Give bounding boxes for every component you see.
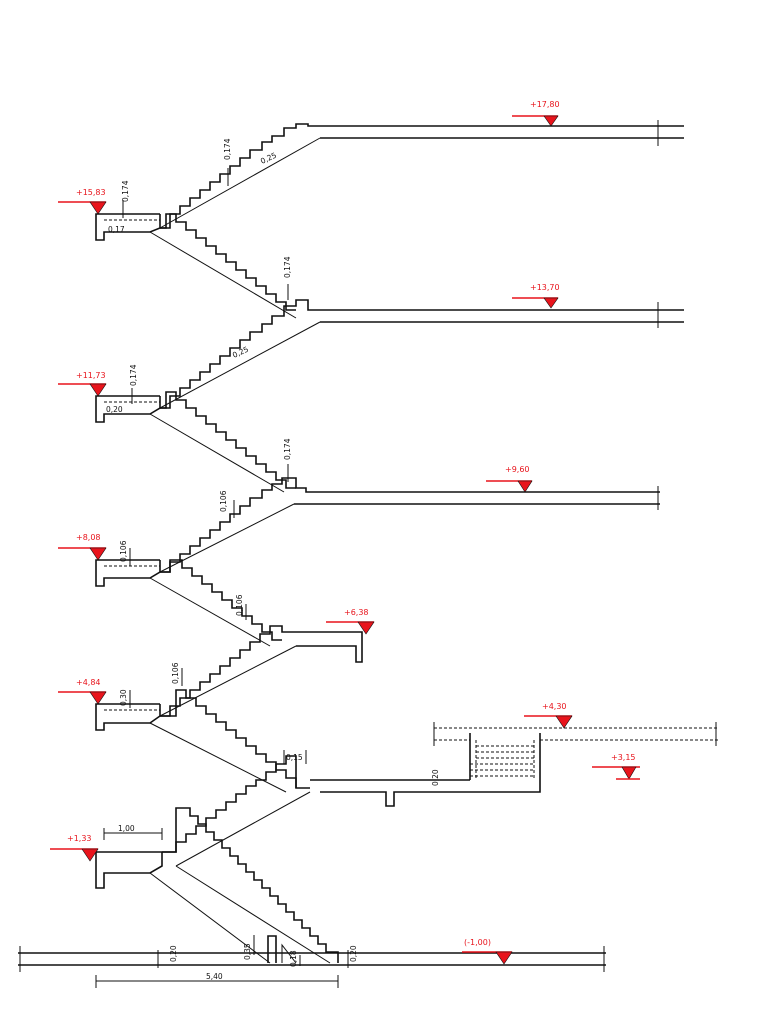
dim-riser-3: 0,174 <box>283 256 292 278</box>
level-marker-315: +3,15 <box>592 753 640 780</box>
landing-133 <box>95 851 163 889</box>
dim-slab-3: 0,25 <box>231 345 250 360</box>
dim-corridor-slab: 0,20 <box>431 769 440 786</box>
level-label-1173: +11,73 <box>76 371 106 380</box>
level-marker-1173: +11,73 <box>58 371 107 397</box>
level-label-1370: +13,70 <box>530 283 560 292</box>
landing-808 <box>95 559 161 587</box>
level-marker-133: +1,33 <box>50 834 99 862</box>
dim-wall-height: 0,35 0,18 <box>243 935 301 967</box>
level-marker-1780: +17,80 <box>512 100 560 127</box>
dim-riser-2: 0,174 <box>121 180 130 202</box>
dim-riser-5: 0,174 <box>283 438 292 460</box>
flight-9 <box>149 213 297 319</box>
landing-1583 <box>95 213 161 241</box>
dim-label-0p20-a: 0,20 <box>169 945 178 962</box>
dim-slab-thickness: 0,25 0,17 0,25 0,20 0,15 0,20 <box>106 151 440 786</box>
dim-riser-1: 0,174 <box>223 138 232 160</box>
level-label-484: +4,84 <box>76 678 101 687</box>
dim-label-5p40: 5,40 <box>206 972 223 981</box>
ground-slab <box>18 946 606 972</box>
dim-ground-slab: 0,20 0,20 <box>157 945 358 968</box>
level-label-1780: +17,80 <box>530 100 560 109</box>
flight-7 <box>149 391 296 493</box>
level-marker-1370: +13,70 <box>512 283 560 309</box>
level-marker-960: +9,60 <box>486 465 533 493</box>
flight-5 <box>149 559 282 647</box>
level-marker-m100: (-1,00) <box>462 938 513 965</box>
level-label-1583: +15,83 <box>76 188 106 197</box>
flight-10 <box>159 120 684 229</box>
level-marker-808: +8,08 <box>58 533 107 561</box>
dim-label-0p20-b: 0,20 <box>349 945 358 962</box>
dim-riser-8: 0,106 <box>235 594 244 616</box>
level-marker-430: +4,30 <box>524 702 573 729</box>
level-marker-484: +4,84 <box>58 678 107 705</box>
dim-landing-depth: 0,15 <box>286 753 303 762</box>
dim-label-1p00: 1,00 <box>118 824 135 833</box>
dim-riser-10: 0,30 <box>119 689 128 706</box>
dim-riser-4: 0,174 <box>129 364 138 386</box>
level-label-638: +6,38 <box>344 608 369 617</box>
level-label-430: +4,30 <box>542 702 567 711</box>
level-marker-638: +6,38 <box>326 608 375 635</box>
level-label-133: +1,33 <box>67 834 92 843</box>
flight-4 <box>159 625 363 717</box>
level-label-m100: (-1,00) <box>464 938 491 947</box>
dim-riser-9: 0,106 <box>171 662 180 684</box>
level-label-315: +3,15 <box>611 753 636 762</box>
flight-2 <box>162 755 311 867</box>
flight-6 <box>159 477 660 573</box>
dim-slab-4: 0,20 <box>106 405 123 414</box>
dim-label-0p18: 0,18 <box>289 950 298 967</box>
landing-315 <box>310 733 541 807</box>
landing-484 <box>95 703 161 731</box>
dim-riser-6: 0,106 <box>219 490 228 512</box>
upper-slab-430 <box>433 722 718 780</box>
dim-slab-2: 0,17 <box>108 225 125 234</box>
level-label-808: +8,08 <box>76 533 101 542</box>
dim-ground-run: 5,40 <box>95 972 339 988</box>
flight-1 <box>149 807 339 964</box>
level-marker-1583: +15,83 <box>58 188 107 215</box>
dim-landing-width: 1,00 <box>103 824 163 840</box>
dim-riser-7: 0,106 <box>119 540 128 562</box>
dim-riser-heights: 0,174 0,174 0,174 0,174 0,174 0,106 0,10… <box>119 138 292 708</box>
level-label-960: +9,60 <box>505 465 530 474</box>
dim-label-0p35: 0,35 <box>243 943 252 960</box>
